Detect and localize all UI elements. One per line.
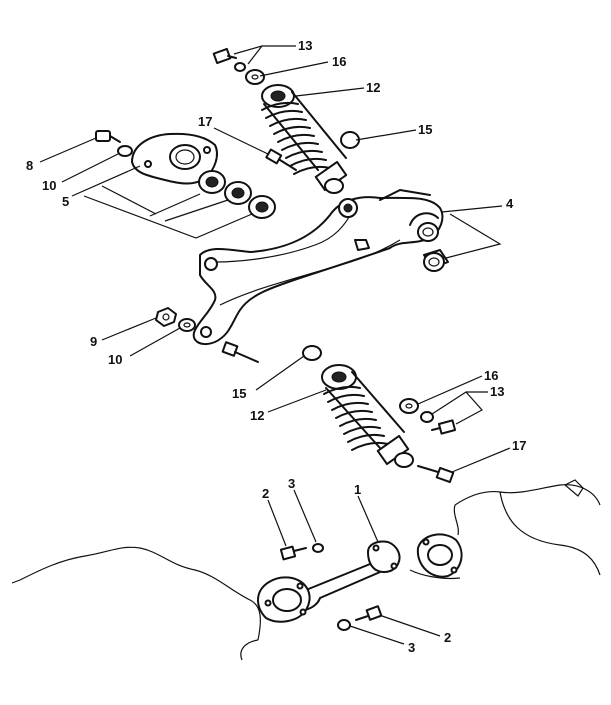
engine-case-outline	[11, 479, 601, 661]
callout-4: 4	[506, 196, 514, 211]
washer-16-lower	[399, 398, 419, 414]
callout-3-upper: 3	[288, 476, 295, 491]
callout-10-lower: 10	[108, 352, 122, 367]
bolt-through	[221, 341, 259, 363]
bushing-lower	[423, 249, 449, 272]
bolt-2-upper	[279, 545, 307, 561]
bushing-upper	[417, 222, 439, 242]
bolt-2-lower	[355, 605, 383, 621]
shock-absorber-upper	[261, 84, 348, 194]
engine-port-flange	[416, 533, 463, 578]
callout-16-upper: 16	[332, 54, 346, 69]
callout-17-upper: 17	[198, 114, 212, 129]
swing-arm-bracket	[192, 189, 444, 346]
callout-17-lower: 17	[512, 438, 526, 453]
callout-16-lower: 16	[484, 368, 498, 383]
nut-9	[155, 307, 177, 327]
callout-13-lower: 13	[490, 384, 504, 399]
bolt-17-upper	[265, 148, 297, 171]
callout-3-lower: 3	[408, 640, 415, 655]
callout-10-upper: 10	[42, 178, 56, 193]
callout-12-upper: 12	[366, 80, 380, 95]
bolt-13-lower	[431, 419, 457, 435]
washer-15-lower	[302, 345, 322, 361]
callout-5: 5	[62, 194, 69, 209]
pipe-assembly	[257, 540, 401, 623]
callout-15-upper: 15	[418, 122, 432, 137]
callout-8: 8	[26, 158, 33, 173]
washer-10-lower	[178, 318, 196, 332]
bolt-17-lower	[417, 465, 455, 484]
washer-3-upper	[312, 543, 324, 553]
bearing-1	[198, 170, 226, 194]
callout-9: 9	[90, 334, 97, 349]
leader-lines	[39, 45, 511, 645]
bolt-13-upper	[212, 47, 237, 65]
callout-1: 1	[354, 482, 361, 497]
washer-10-upper	[117, 145, 133, 157]
bolt-8	[95, 130, 121, 143]
callout-13-upper: 13	[298, 38, 312, 53]
bearing-3	[248, 195, 276, 219]
callout-12-lower: 12	[250, 408, 264, 423]
shock-absorber-lower	[321, 364, 414, 468]
callout-labels: 13 16 12 15 17 8 10 5 4 9 10 15 12 16 13…	[26, 38, 526, 655]
washer-13-lower	[420, 411, 434, 423]
callout-2-lower: 2	[444, 630, 451, 645]
callout-15-lower: 15	[232, 386, 246, 401]
bearing-2	[224, 181, 252, 205]
mounting-plate	[131, 132, 218, 185]
callout-2-upper: 2	[262, 486, 269, 501]
washer-16-upper	[245, 69, 265, 85]
washer-13-upper	[234, 62, 246, 72]
washer-3-lower	[337, 619, 351, 631]
